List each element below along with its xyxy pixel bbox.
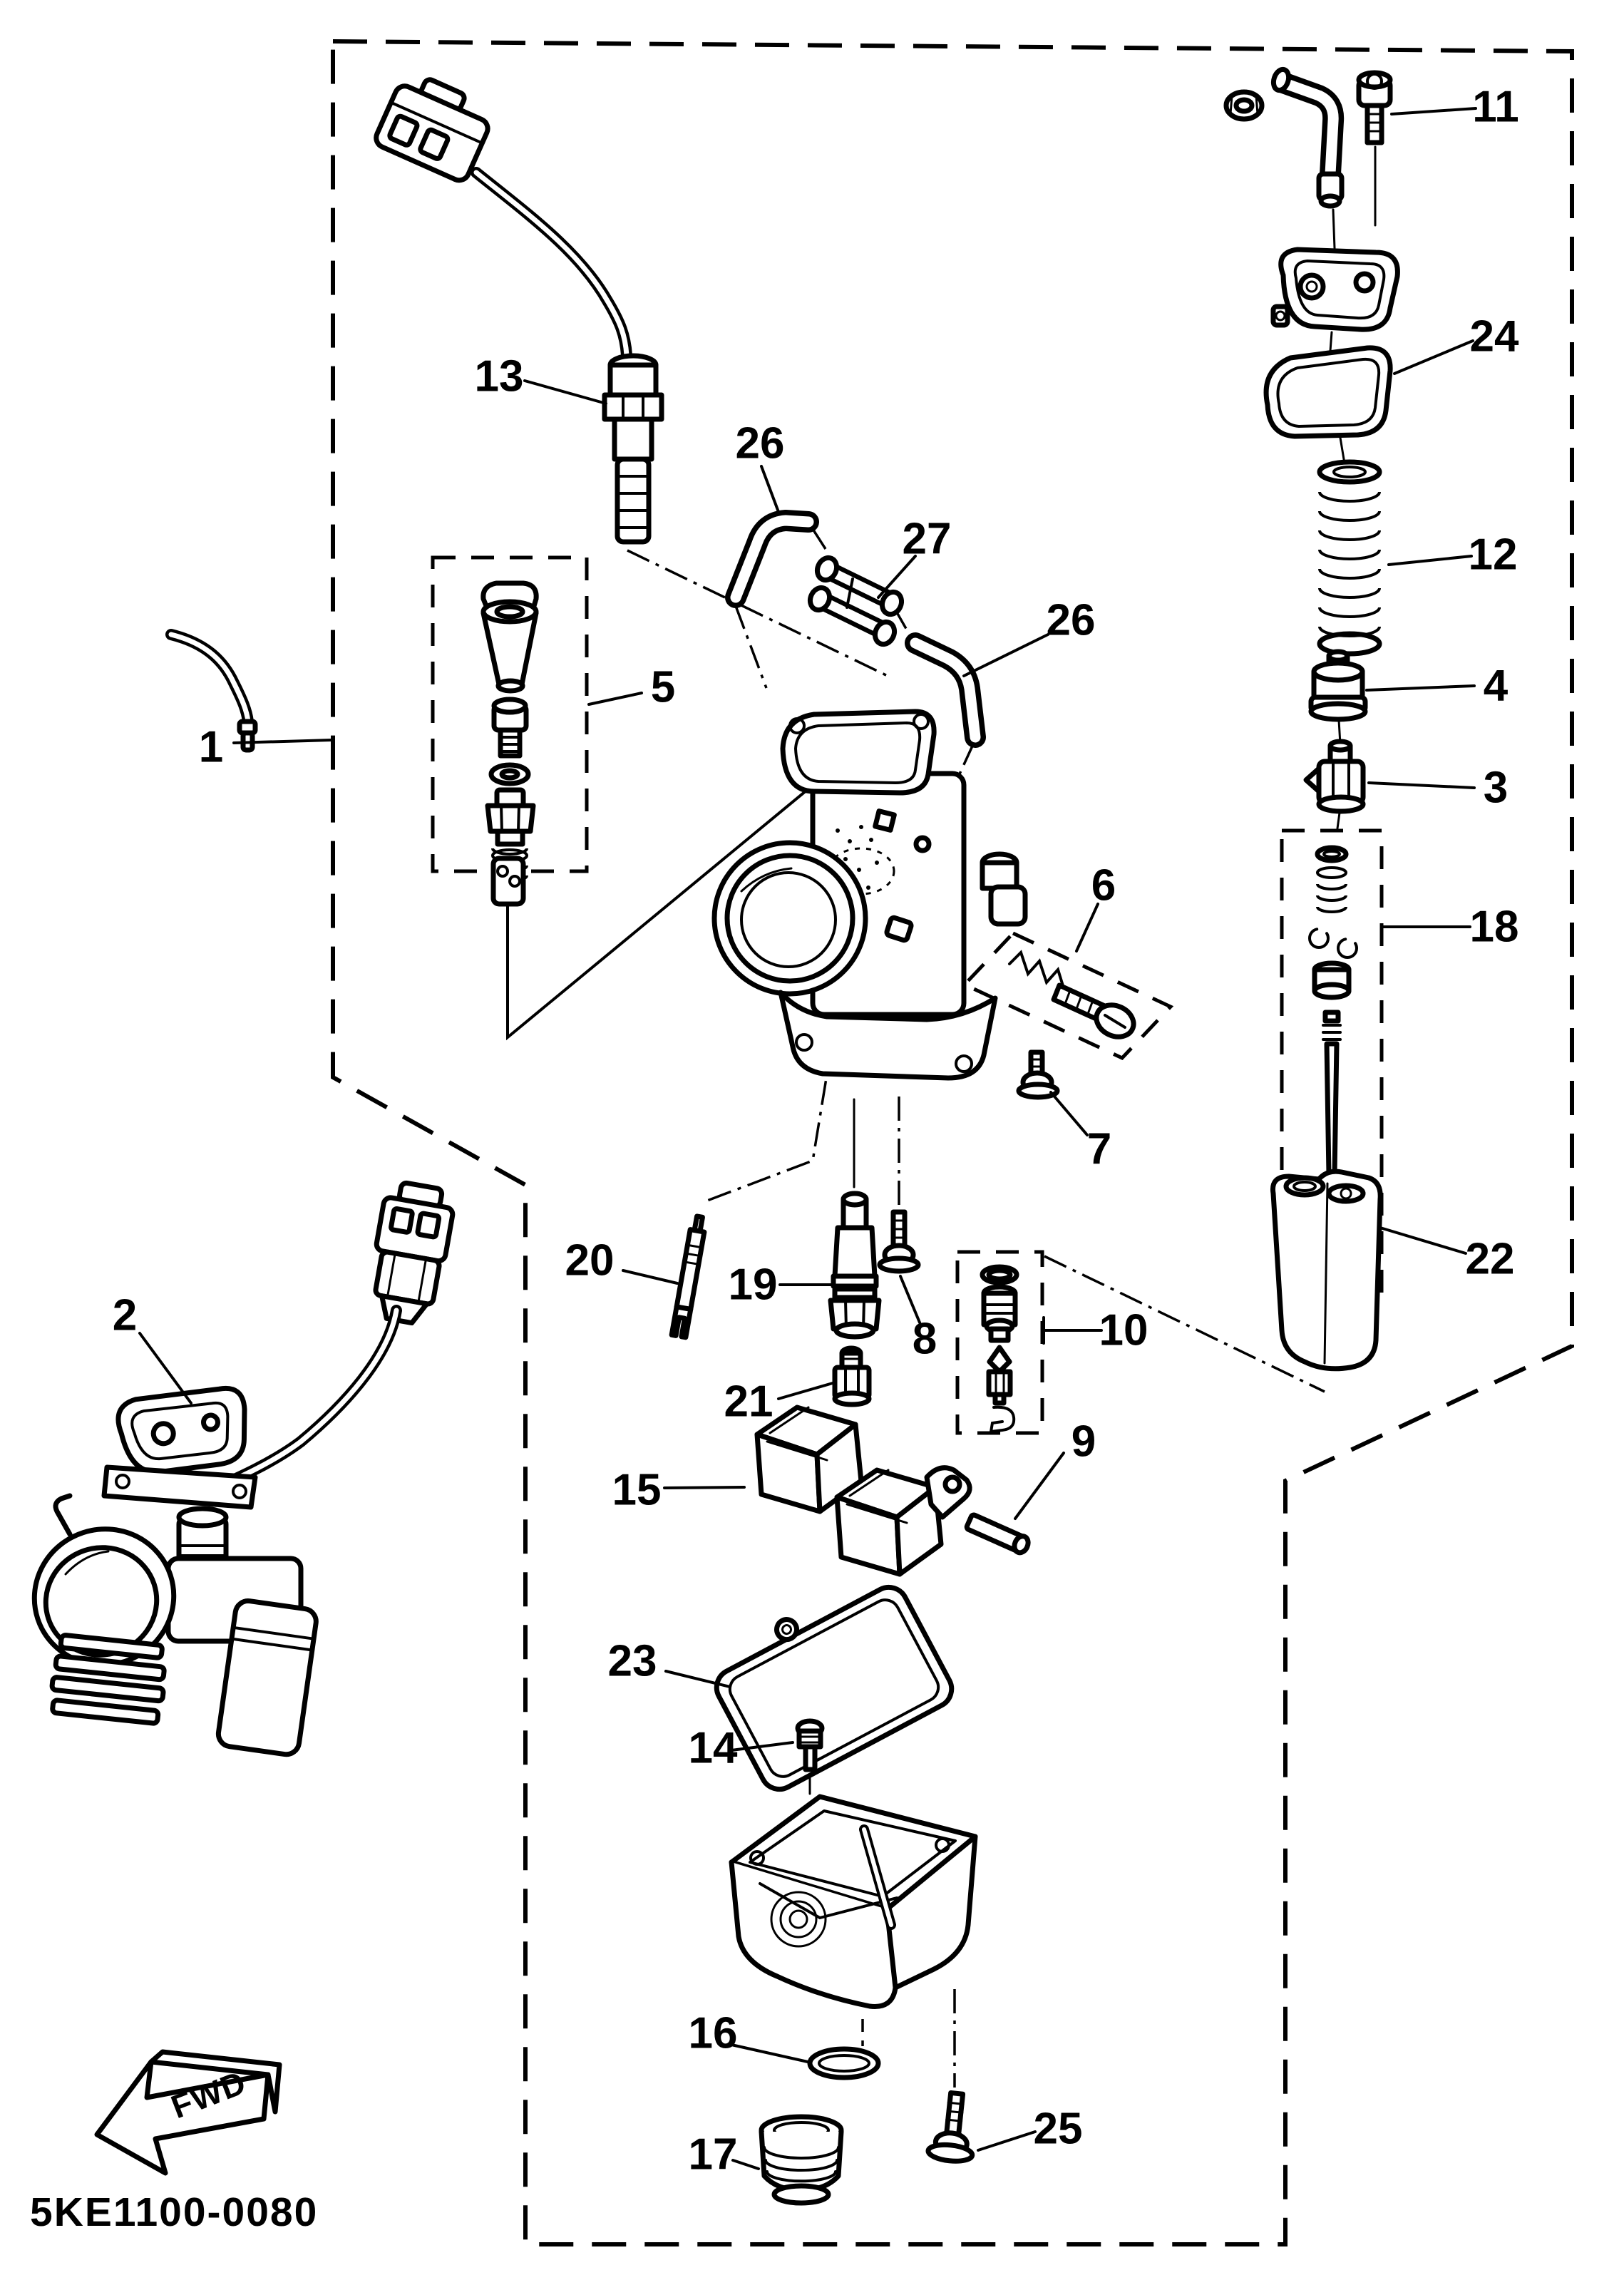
leader-line-26b [962,633,1049,677]
part-27-joint-pipes [807,555,905,647]
leader-line-12 [1387,555,1473,566]
fwd-arrow-icon: FWD [94,2049,282,2176]
part-4-needle-holder [1308,649,1368,746]
part-26-hose-upper [725,510,819,608]
leader-line-26a [760,465,780,513]
callout-26b: 26 [1047,596,1096,645]
callout-layer: 1234567891011121314151617181920212223242… [113,83,1519,2179]
callout-14: 14 [689,1724,738,1773]
install-line-group5 [506,722,890,1041]
part-16-o-ring [807,2046,881,2080]
callout-19: 19 [729,1260,778,1310]
leader-line-8 [899,1275,921,1324]
leader-line-21 [777,1382,834,1400]
leader-line-5 [587,692,643,706]
part-12-spring [1317,459,1382,669]
leader-line-7 [1049,1091,1089,1136]
callout-17: 17 [689,2130,738,2179]
centerline-bowl-install [1044,1255,1325,1393]
leader-line-22 [1379,1226,1467,1255]
callout-11: 11 [1472,83,1519,132]
callout-18: 18 [1470,903,1519,952]
centerline-hose26a-27 [811,528,827,550]
leader-line-3 [1367,781,1476,789]
leader-line-4 [1365,684,1476,692]
callout-9: 9 [1071,1417,1096,1467]
part-13-sensor-assembly [374,77,664,545]
callout-7: 7 [1087,1125,1111,1174]
part-7-screw [1016,1049,1060,1100]
part-14-screw [795,1718,825,1772]
callout-8: 8 [913,1315,937,1364]
part-25-drain-screw [925,2090,975,2164]
leader-line-27 [877,555,917,599]
part-elbow-tube [1270,66,1345,250]
callout-21: 21 [724,1377,774,1427]
leader-line-23 [664,1670,731,1688]
part-6-pilot-screw [1008,950,1136,1039]
leader-line-14 [730,1741,794,1752]
leader-line-6 [1075,903,1099,952]
callout-25: 25 [1034,2105,1083,2154]
part-3-cap [1303,739,1366,830]
part-code: 5KE1100-0080 [30,2189,318,2235]
callout-5: 5 [651,663,675,712]
callout-24: 24 [1470,312,1519,361]
centerline-sensor-to-carb [627,549,888,677]
leader-line-13 [523,379,607,405]
leader-line-2 [138,1332,192,1405]
callout-10: 10 [1099,1306,1148,1355]
group-6-box [961,930,1174,1061]
callout-23: 23 [608,1637,657,1686]
part-17-drain-plug [759,2114,844,2206]
callout-16: 16 [689,2009,738,2058]
centerline-hose26a [734,605,768,689]
callout-6: 6 [1091,861,1116,910]
callout-2: 2 [113,1291,137,1340]
part-top-cover [1270,247,1400,352]
callout-27: 27 [903,515,952,564]
group-10-parts [980,1264,1019,1434]
part-21-cap-nut [832,1345,872,1407]
part-2-carburetor-assembly [31,1180,456,1757]
part-9-float-pin [964,1512,1031,1556]
leader-line-15 [663,1486,746,1489]
float-bowl [729,1794,978,2009]
part-24-cover-gasket [1263,345,1393,465]
callout-22: 22 [1466,1235,1515,1284]
carburetor-body [711,709,1028,1081]
part-15-floats [754,1405,972,1577]
leader-line-11 [1390,107,1477,115]
part-20-rod [669,1213,707,1340]
leader-line-17 [731,2159,760,2170]
callout-20: 20 [565,1236,615,1285]
leader-line-9 [1014,1452,1065,1520]
outer-boundary-dashed [331,38,1574,2246]
callout-13: 13 [475,352,524,401]
callout-3: 3 [1484,764,1508,813]
leader-line-25 [977,2130,1037,2152]
part-8-screw [877,1209,921,1274]
callout-26a: 26 [736,419,785,468]
callout-1: 1 [199,723,223,772]
leader-line-16 [730,2043,809,2063]
part-23-bowl-gasket [714,1584,955,1792]
part-nut-top [1223,89,1265,122]
callout-4: 4 [1484,662,1509,711]
leader-line-24 [1393,339,1474,375]
part-22-float-chamber [1270,1169,1383,1372]
callout-15: 15 [612,1466,662,1515]
group-5-parts [480,580,539,907]
callout-12: 12 [1469,530,1518,580]
group-18-parts [1308,845,1358,1278]
leader-line-1 [232,739,333,744]
leader-line-20 [622,1269,679,1285]
part-11-screw [1356,70,1393,227]
part-19-needle-jet [828,1191,882,1340]
part-26-hose-right [905,632,986,748]
